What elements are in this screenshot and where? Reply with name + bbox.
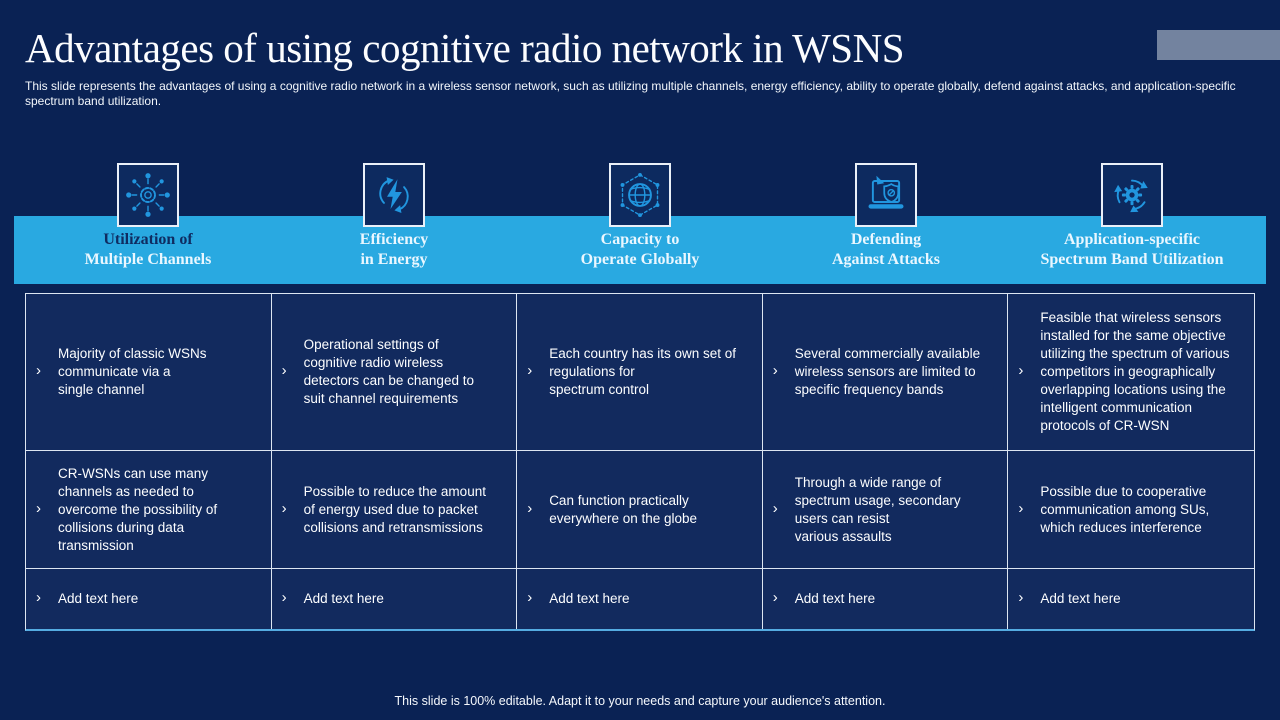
cell-text: Add text here: [549, 591, 630, 606]
table-cell: › Through a wide range of spectrum usage…: [762, 451, 1009, 569]
cell-text: Feasible that wireless sensors installed…: [1040, 310, 1230, 433]
footer-note: This slide is 100% editable. Adapt it to…: [394, 694, 886, 708]
header-line: Defending: [850, 231, 922, 248]
table-cell: › Can function practically everywhere on…: [517, 451, 763, 569]
slide-description: This slide represents the advantages of …: [25, 79, 1236, 108]
cell-text: CR-WSNs can use many channels as needed …: [58, 465, 218, 553]
cell-text: Add text here: [58, 591, 139, 606]
header-line: Application-specific: [1064, 231, 1200, 248]
bullet-icon: ›: [1018, 362, 1024, 379]
bullet-icon: ›: [36, 589, 41, 606]
header-capacity-to-operate-globally: Capacity to Operate Globally: [517, 230, 763, 270]
bullet-icon: ›: [281, 362, 287, 379]
table-cell: › Majority of classic WSNs communicate v…: [26, 294, 272, 451]
laptop-shield-icon: [855, 163, 917, 227]
column-headers: Utilization of Multiple Channels Efficie…: [25, 216, 1255, 284]
cell-text: Possible to reduce the amount of energy …: [303, 483, 486, 535]
header-line: Efficiency: [359, 231, 429, 248]
header-line: Multiple Channels: [84, 251, 212, 268]
header-efficiency-in-energy: Efficiency in Energy: [271, 230, 517, 270]
advantages-table: › Majority of classic WSNs communicate v…: [25, 293, 1255, 631]
bullet-icon: ›: [527, 499, 533, 517]
bullet-icon: ›: [36, 362, 41, 379]
table-cell: › Each country has its own set of regula…: [517, 294, 763, 451]
cell-text: Add text here: [1040, 591, 1121, 606]
header-application-specific-spectrum-band-utilization: Application-specific Spectrum Band Utili…: [1009, 230, 1255, 270]
bullet-icon: ›: [772, 589, 778, 606]
cell-text: Several commercially available wireless …: [794, 346, 981, 397]
gear-cycle-icon: [1101, 163, 1163, 227]
placeholder-cell: › Add text here: [762, 569, 1009, 629]
bullet-icon: ›: [281, 499, 287, 517]
bullet-icon: ›: [772, 362, 778, 379]
cell-text: Possible due to cooperative communicatio…: [1040, 483, 1210, 535]
cell-text: Add text here: [794, 591, 876, 606]
table-cell: › Possible due to cooperative communicat…: [1008, 451, 1254, 569]
header-line: Spectrum Band Utilization: [1040, 251, 1224, 268]
decor-rectangle: [1157, 30, 1280, 60]
header-defending-against-attacks: Defending Against Attacks: [763, 230, 1009, 270]
placeholder-cell: › Add text here: [271, 569, 518, 629]
cell-text: Can function practically everywhere on t…: [549, 492, 698, 526]
bullet-icon: ›: [527, 362, 533, 379]
bullet-icon: ›: [1018, 589, 1024, 606]
header-line: in Energy: [360, 251, 428, 268]
bullet-icon: ›: [1018, 499, 1024, 517]
cell-text: Through a wide range of spectrum usage, …: [794, 474, 961, 544]
header-band: [14, 216, 1266, 284]
bullet-icon: ›: [281, 589, 287, 606]
cell-text: Operational settings of cognitive radio …: [303, 337, 474, 406]
header-line: Against Attacks: [831, 251, 940, 268]
global-network-icon: [609, 163, 671, 227]
energy-efficiency-icon: [363, 163, 425, 227]
bullet-icon: ›: [36, 499, 41, 517]
table-cell: › CR-WSNs can use many channels as neede…: [26, 451, 272, 569]
table-cell: › Feasible that wireless sensors install…: [1008, 294, 1254, 451]
header-utilization-of-multiple-channels: Utilization of Multiple Channels: [25, 230, 271, 270]
bullet-icon: ›: [772, 499, 778, 517]
cell-text: Each country has its own set of regulati…: [549, 346, 737, 397]
placeholder-cell: › Add text here: [517, 569, 763, 629]
cell-text: Add text here: [303, 591, 384, 606]
placeholder-cell: › Add text here: [1008, 569, 1254, 629]
header-line: Capacity to: [600, 231, 680, 248]
table-cell: › Several commercially available wireles…: [762, 294, 1009, 451]
cell-text: Majority of classic WSNs communicate via…: [58, 346, 207, 397]
header-line: Utilization of: [103, 231, 193, 248]
bullet-icon: ›: [527, 589, 533, 606]
table-cell: › Operational settings of cognitive radi…: [271, 294, 518, 451]
page-title: Advantages of using cognitive radio netw…: [25, 25, 905, 71]
table-cell: › Possible to reduce the amount of energ…: [271, 451, 518, 569]
header-line: Operate Globally: [580, 251, 700, 268]
placeholder-cell: › Add text here: [26, 569, 272, 629]
multi-channel-hub-icon: [117, 163, 179, 227]
